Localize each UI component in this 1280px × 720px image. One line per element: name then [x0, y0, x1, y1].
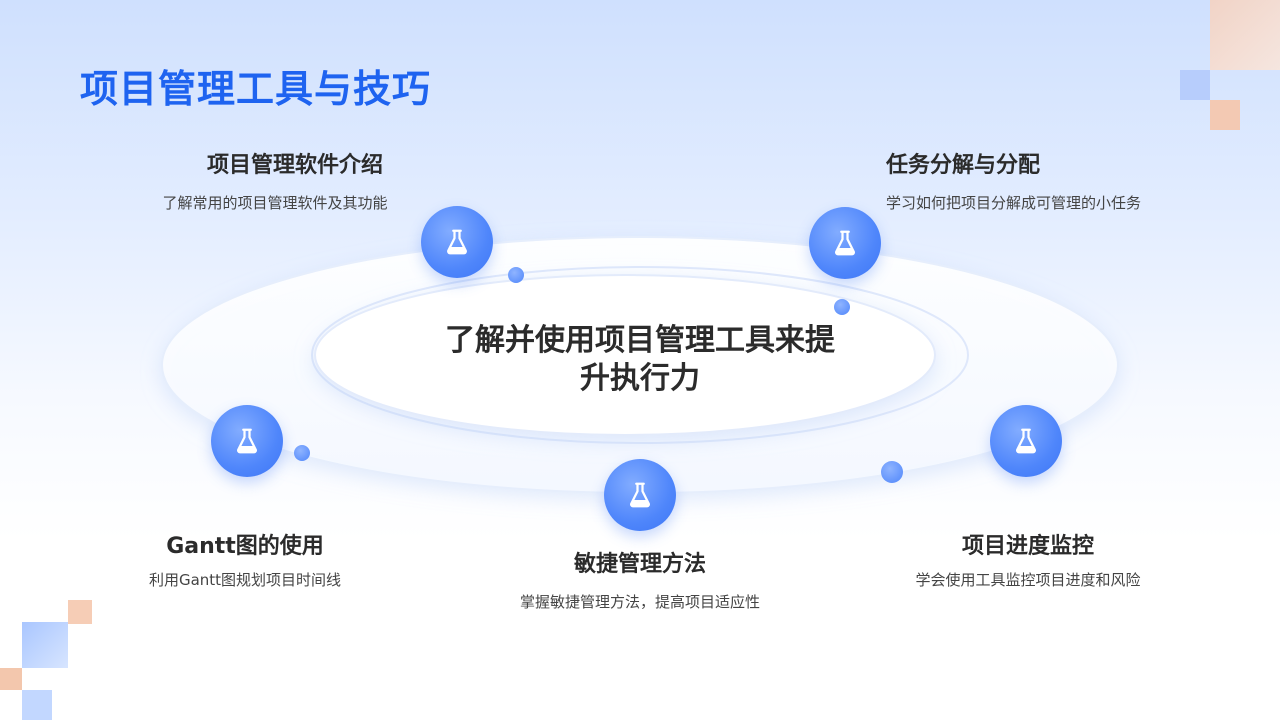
node-title-software: 项目管理软件介绍	[206, 153, 383, 178]
page-title: 项目管理工具与技巧	[80, 67, 432, 111]
ring-dot	[881, 461, 903, 483]
deco-square-top-right-blue	[1180, 70, 1210, 100]
node-icon-progress	[990, 405, 1062, 477]
flask-icon	[630, 482, 650, 508]
node-desc-gantt: 利用Gantt图规划项目时间线	[148, 571, 342, 589]
node-title-agile: 敏捷管理方法	[573, 552, 706, 577]
node-icon-agile	[604, 459, 676, 531]
node-icon-task-breakdown	[809, 207, 881, 279]
flask-icon	[447, 229, 467, 255]
node-icon-gantt	[211, 405, 283, 477]
node-title-gantt: Gantt图的使用	[166, 534, 324, 559]
node-icon-software	[421, 206, 493, 278]
node-desc-task-breakdown: 学习如何把项目分解成可管理的小任务	[886, 194, 1142, 212]
node-desc-agile: 掌握敏捷管理方法，提高项目适应性	[519, 593, 760, 611]
flask-icon	[237, 428, 257, 454]
flask-icon	[835, 230, 855, 256]
ring-dot	[294, 445, 310, 461]
node-desc-software: 了解常用的项目管理软件及其功能	[162, 194, 388, 212]
ring-dot	[508, 267, 524, 283]
deco-square-bottom-left-orange	[68, 600, 92, 624]
flask-icon	[1016, 428, 1036, 454]
deco-square-bottom-left-blue-small	[22, 690, 52, 720]
deco-square-bottom-left-orange-small	[0, 668, 22, 690]
inner-ring	[314, 274, 936, 436]
node-title-task-breakdown: 任务分解与分配	[886, 153, 1041, 178]
node-title-progress: 项目进度监控	[961, 534, 1094, 559]
node-desc-progress: 学会使用工具监控项目进度和风险	[915, 571, 1141, 589]
middle-ring	[311, 266, 969, 444]
deco-square-top-right-large	[1210, 0, 1280, 70]
ring-dot	[834, 299, 850, 315]
deco-square-bottom-left-blue-large	[22, 622, 68, 668]
deco-square-top-right-orange	[1210, 100, 1240, 130]
center-message: 了解并使用项目管理工具来提升执行力	[445, 323, 835, 396]
